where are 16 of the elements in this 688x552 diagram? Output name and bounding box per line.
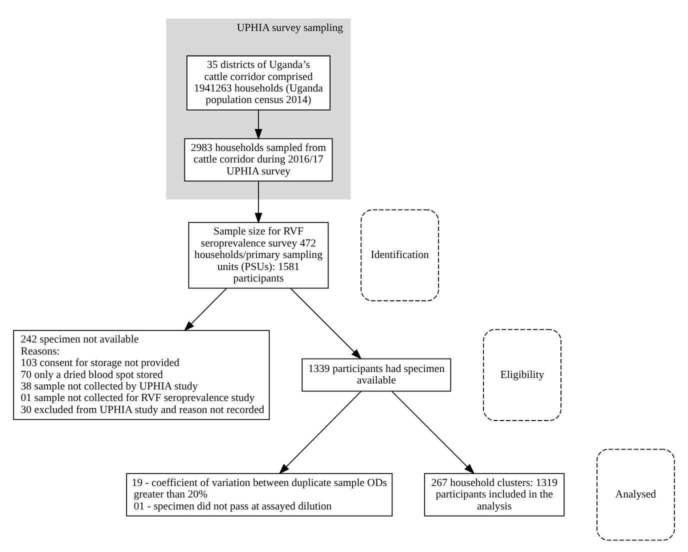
arrow <box>290 288 362 360</box>
node-box: 2983 households sampled from cattle corridor during 2016/17 UPHIA survey <box>184 138 333 182</box>
arrow <box>184 288 227 332</box>
node-box: Identification <box>360 209 439 302</box>
node-box: 267 household clusters: 1319 participants included in the analysis <box>424 473 565 516</box>
arrow <box>254 180 262 224</box>
arrow <box>254 110 262 140</box>
node-box: Eligibility <box>483 329 562 421</box>
node-box: 242 specimen not available Reasons: 103 consent for storage not provided 70 only a dried blood spot stored 38 sample not collected by UPHIA study 01 sample not collected for RVF seroprevalence study 30 excluded from UPHIA study and reason not recorded <box>13 330 270 420</box>
node-box: 1339 participants had specimen available <box>302 358 452 392</box>
arrow <box>391 390 475 474</box>
node-box: Sample size for RVF seroprevalence survey 472 households/primary sampling units (PSUs): 1581 participants <box>188 222 329 289</box>
arrow <box>278 390 362 474</box>
node-box: Analysed <box>596 448 675 541</box>
node-box: 19 - coefficient of variation between duplicate sample ODs greater than 20% 01 - specimen did not pass at assayed dilution <box>126 473 393 516</box>
node-box: 35 districts of Uganda’s cattle corridor comprised 1941263 households (Uganda population census 2014) <box>186 55 330 110</box>
